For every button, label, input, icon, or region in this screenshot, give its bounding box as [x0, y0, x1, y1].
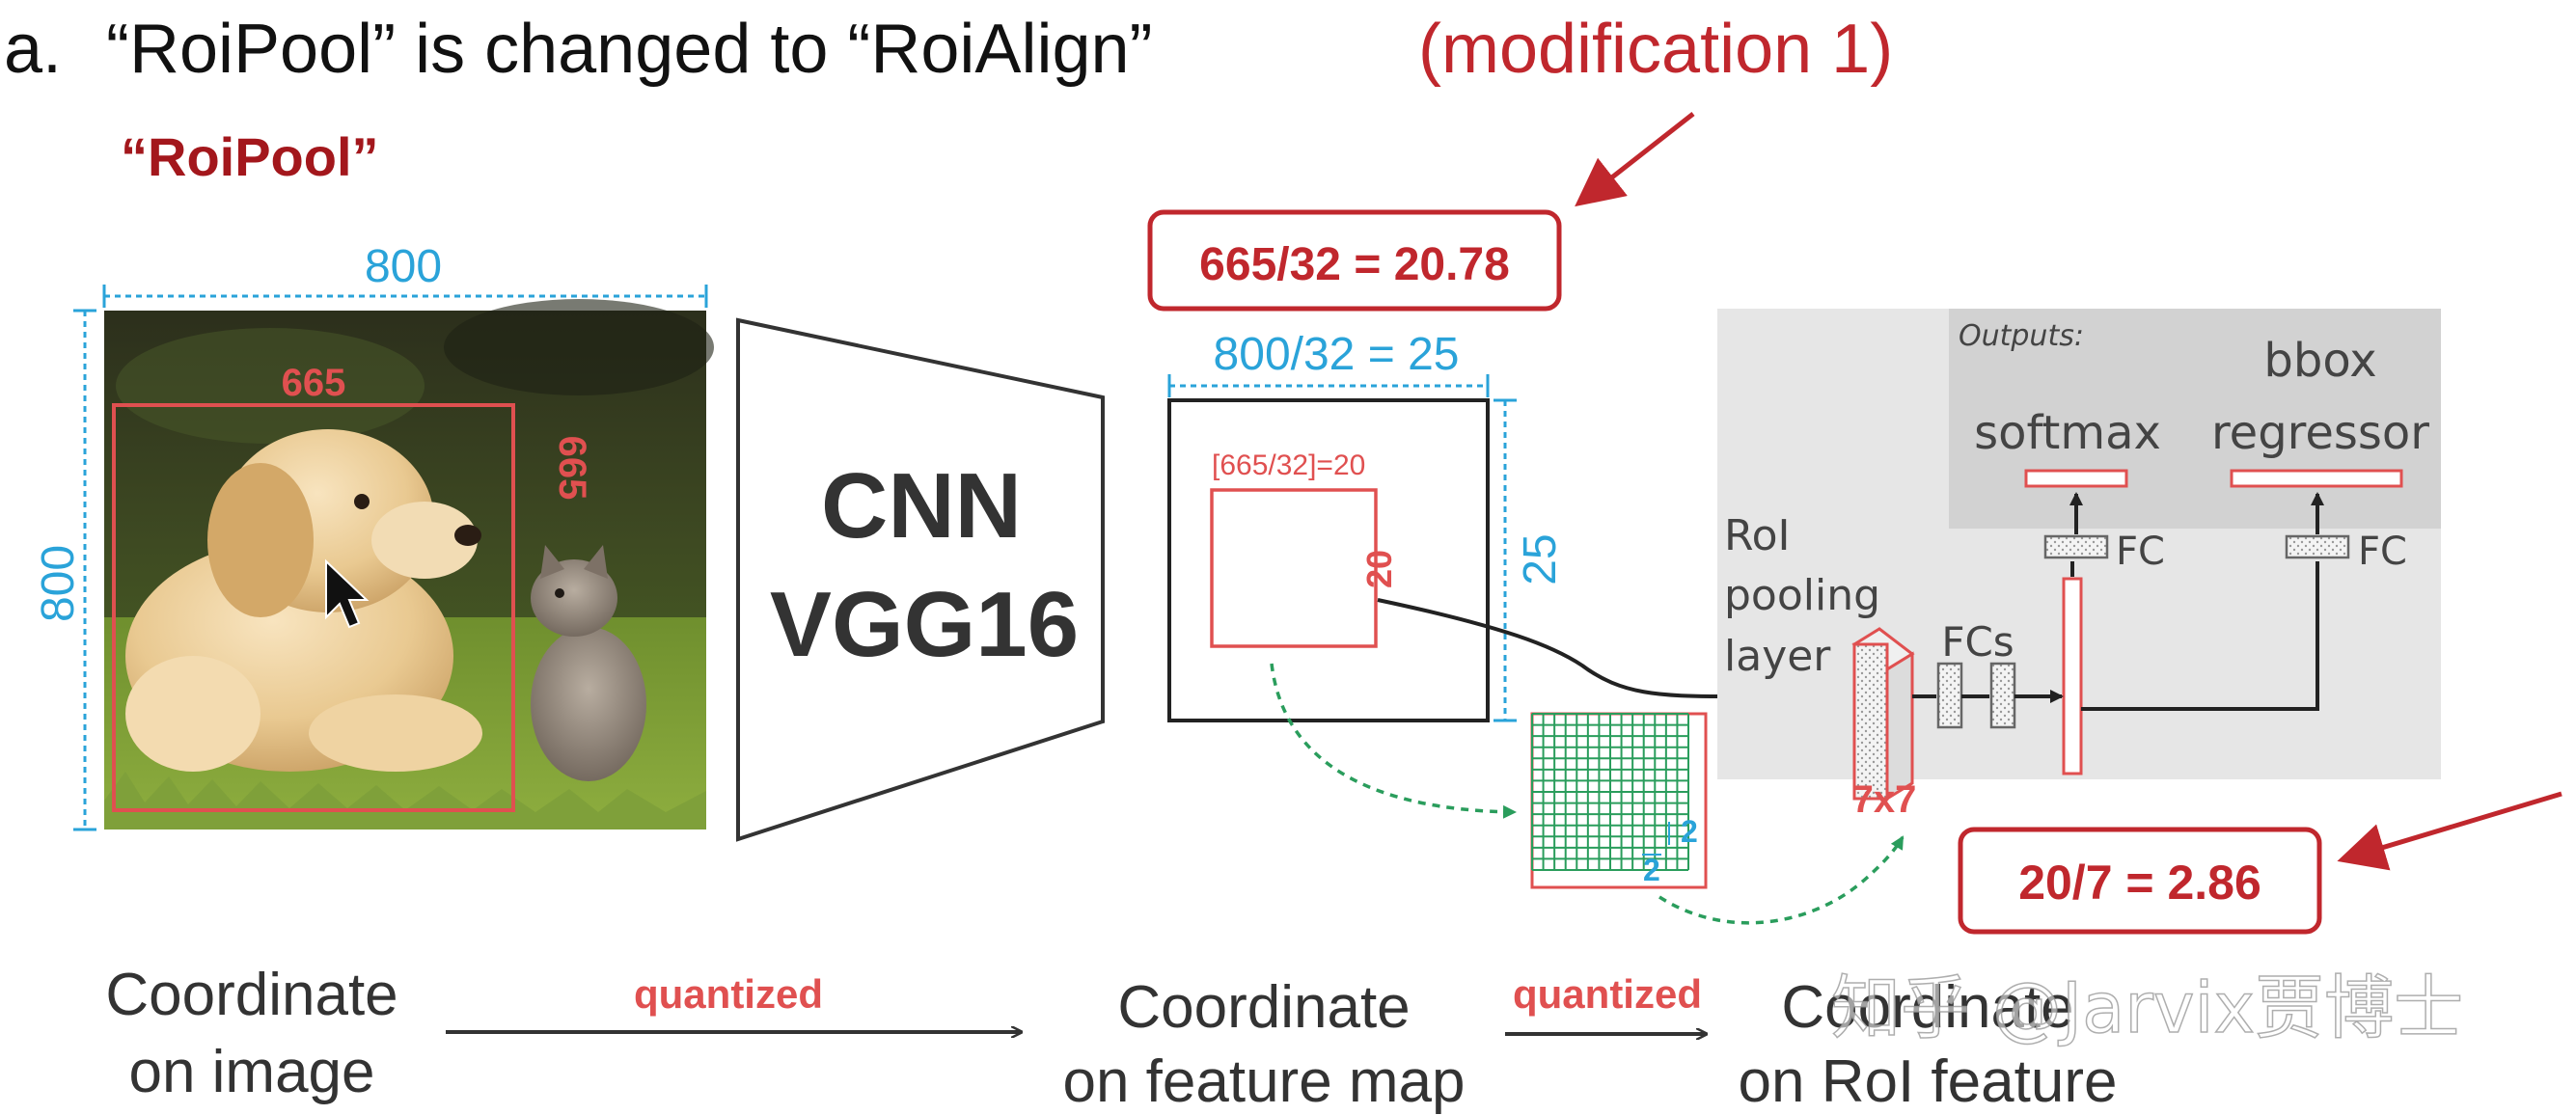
callout-top-box [1147, 209, 1562, 312]
roi-pooling-line2: pooling [1724, 571, 1880, 620]
flow-arrow1-label: quantized [634, 971, 823, 1017]
image-height-label: 800 [33, 545, 84, 622]
cnn-label-line1: CNN [821, 454, 1022, 558]
fcs-label: FCs [1941, 618, 2014, 666]
fcs-block-2 [1989, 662, 2016, 729]
callout-bottom-text: 20/7 = 2.86 [2018, 856, 2261, 910]
image-roi-height-label: 665 [551, 436, 593, 501]
feature-map-width-label: 800/32 = 25 [1214, 329, 1460, 380]
feature-map-height-label: 25 [1515, 533, 1566, 585]
title-main: “RoiPool” is changed to “RoiAlign” [106, 11, 1153, 88]
mouse-cursor-icon [325, 558, 370, 629]
grid-cell-label-right: 2 [1681, 814, 1698, 849]
cnn-label-line2: VGG16 [770, 573, 1079, 676]
connector-to-bbox-branch [2081, 561, 2319, 711]
flow-step3-line1: Coordinate [1781, 974, 2073, 1041]
bbox-label-line2: regressor [2211, 406, 2429, 460]
roi-pooling-line1: RoI [1724, 511, 1791, 560]
feature-map-box [1167, 398, 1490, 722]
callout-bottom-arrow [2337, 791, 2562, 871]
title-prefix: a. [4, 11, 62, 88]
callout-bottom-box [1958, 827, 2322, 935]
cnn-block [736, 317, 1105, 842]
title-highlight: (modification 1) [1418, 11, 1893, 88]
input-photo [104, 299, 714, 829]
flow-step1-line2: on image [128, 1039, 374, 1105]
fc-block-softmax [2043, 534, 2109, 559]
bbox-label-line1: bbox [2263, 334, 2376, 388]
flow-step1-line1: Coordinate [105, 962, 397, 1028]
subtitle: “RoiPool” [121, 126, 379, 187]
pooling-block [1851, 627, 1915, 802]
image-roi-width-label: 665 [282, 362, 346, 404]
roi-pooling-line3: layer [1724, 632, 1831, 681]
bbox-output-bar [2230, 469, 2403, 488]
flow-arrow2-label: quantized [1513, 971, 1702, 1017]
kitten-figure [531, 545, 646, 781]
callout-top-arrow [1575, 112, 1695, 207]
feature-map-roi-box [1210, 488, 1378, 648]
softmax-output-bar [2024, 469, 2128, 488]
outputs-label: Outputs: [1959, 319, 2084, 353]
pool-size-label: 7x7 [1852, 778, 1917, 821]
callout-top-text: 665/32 = 20.78 [1199, 239, 1510, 290]
outputs-panel [1949, 309, 2441, 529]
fc-label-bbox: FC [2358, 530, 2407, 574]
feature-map-roi-side-label: 20 [1359, 550, 1399, 588]
fcs-block-1 [1936, 662, 1963, 729]
feature-map-roi-label: [665/32]=20 [1212, 449, 1365, 481]
watermark: 知乎 @Jarvix贾博士 [1831, 967, 2463, 1048]
dog-figure [125, 429, 482, 772]
grid-cell-label-bottom: 2 [1643, 853, 1660, 887]
roi-to-pooling-line [1377, 598, 1857, 698]
fc-label-softmax: FC [2116, 530, 2165, 574]
pooling-grid [1530, 712, 1708, 889]
feature-vector-bar [2062, 577, 2083, 775]
fc-block-bbox [2285, 534, 2350, 559]
softmax-label: softmax [1974, 406, 2161, 460]
green-arrow-featuremap-to-grid [1270, 663, 1517, 819]
flow-step2-line2: on feature map [1062, 1048, 1465, 1115]
flow-step2-line1: Coordinate [1117, 974, 1410, 1041]
flow-step3-line2: on RoI feature [1739, 1048, 2118, 1115]
image-width-label: 800 [365, 241, 442, 292]
image-roi-box [112, 403, 515, 812]
